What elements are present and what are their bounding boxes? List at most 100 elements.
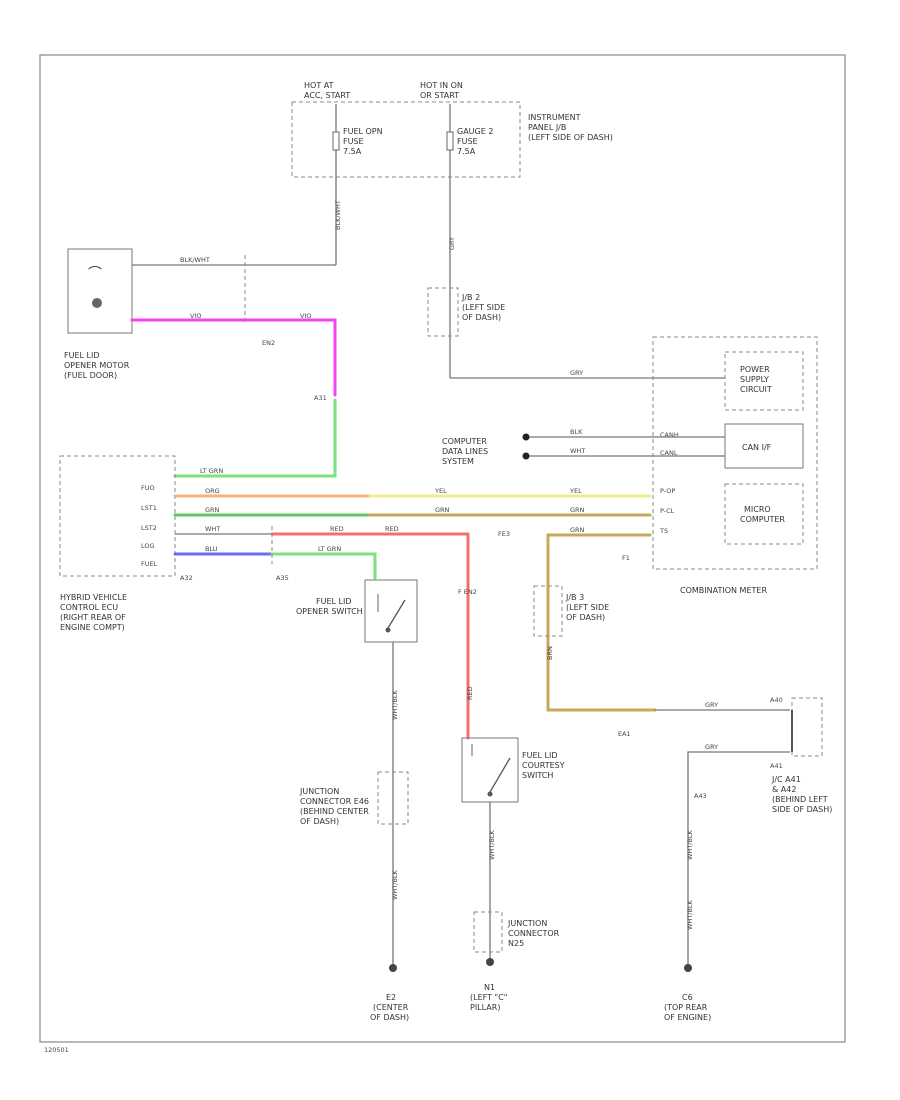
can-if-label: CAN I/F [742,443,772,452]
ground-c6-1: C6 [682,993,693,1002]
meter-pin: P-CL [660,507,675,515]
wire-label: BLU [205,545,218,553]
conn-a32: A32 [180,574,193,582]
red-wire [270,532,470,740]
fuel-lid-opener-switch[interactable]: FUEL LID FUEL LID OPENER SWITCH [296,579,418,643]
conn-ea1: EA1 [618,730,631,738]
wire-label: GRY [570,369,583,377]
opener-switch-ground: WHT/BLK JUNCTION CONNECTOR E46 (BEHIND C… [299,642,409,1022]
wire-label: WHT/BLK [686,899,694,930]
ecu-pin-log: LOG [141,542,155,550]
conn-a40: A40 [770,696,783,704]
hot-at-acc-2: ACC, START [304,91,350,100]
wire-label: RED [385,525,399,533]
conn-a31: A31 [314,394,327,402]
corner-tag: 120501 [44,1046,69,1054]
jb3-3: OF DASH) [566,613,605,622]
hot-at-acc-1: HOT AT [304,81,334,90]
ecu-pin-lst2: LST2 [141,524,157,532]
jc-center-1: JUNCTION [299,787,339,796]
wire-label: WHT [205,525,220,533]
meter-pin: CANL [660,449,678,457]
ij-panel-1: INSTRUMENT [528,113,581,122]
fuse-icon [332,131,340,151]
courtesy-switch-1: FUEL LID [522,751,558,760]
fuse2-rating: 7.5A [457,147,476,156]
computer-data-lines: BLK WHT COMPUTER DATA LINES SYSTEM [442,428,725,466]
violet-wire [130,318,337,397]
ij-panel-2: PANEL J/B [528,123,566,132]
motor-icon: ⌒ [88,266,102,282]
wire-label: YEL [569,487,582,495]
fuse1-rating: 7.5A [343,147,362,156]
courtesy-switch-3: SWITCH [522,771,553,780]
wire-label: LT GRN [318,545,341,553]
wire-label: GRN [435,506,450,514]
wire-label: WHT/BLK [391,689,399,720]
opener-switch-label-2: OPENER SWITCH [296,607,363,616]
fuse-icon [446,131,454,151]
courtesy-switch-ground: WHT/BLK JUNCTION CONNECTOR N25 N1 (LEFT … [470,802,560,1012]
conn-a41: A41 [770,762,783,770]
jb3-2: (LEFT SIDE [566,603,609,612]
jc-center-4: OF DASH) [300,817,339,826]
jc-a41-2: & A42 [772,785,796,794]
jc-center-3: (BEHIND CENTER [300,807,369,816]
meter-pin: P-OP [660,487,675,495]
ground-e2-1: E2 [386,993,396,1002]
motor-icon [92,298,102,308]
jc-a41-3: (BEHIND LEFT [772,795,828,804]
hv-ecu-3: (RIGHT REAR OF [60,613,126,622]
micro-label-2: COMPUTER [740,515,785,524]
fuse2-type: FUSE [457,137,478,146]
ecu-pin-fuel: FUEL [141,560,158,568]
switch-icon [385,627,391,633]
jc-n-2: CONNECTOR [508,929,560,938]
conn-a43: A43 [694,792,707,800]
ecu-pin-fuo: FUO [141,484,155,492]
meter-pin: CANH [660,431,679,439]
junction-connector-a41: A40 A41 J/C A41 & A42 (BEHIND LEFT SIDE … [770,696,832,814]
wire-label: GRY [705,743,718,751]
ground-e2-2: (CENTER [373,1003,409,1012]
gry-wire-a41 [687,751,790,968]
motor-label-3: (FUEL DOOR) [64,371,117,380]
light-green-wire [173,398,337,478]
opener-switch-label-1: FUEL LID [316,597,352,606]
hot-in-on-1: HOT IN ON [420,81,463,90]
hv-ecu-2: CONTROL ECU [60,603,118,612]
ts-brown-wire [546,533,657,712]
wire-label: GRN [570,506,585,514]
motor-label-2: OPENER MOTOR [64,361,130,370]
power-supply-3: CIRCUIT [740,385,772,394]
wire-label: RED [330,525,344,533]
fuel-lid-courtesy-switch[interactable]: FUEL LID COURTESY SWITCH [461,737,565,803]
wire-label: YEL [434,487,447,495]
conn-f1: F1 [622,554,630,562]
wire-label: GRN [570,526,585,534]
ground-icon [684,964,692,972]
ground-n1-3: PILLAR) [470,1003,500,1012]
wire-label: GRY [705,701,718,709]
fuse1-circuit: BLK/WHT BLK/WHT [132,178,342,322]
fuse2-circuit: GRY J/B 2 (LEFT SIDE OF DASH) GRY [427,178,725,379]
wire-label: WHT/BLK [391,869,399,900]
ground-icon [486,958,494,966]
jb2-label-2: (LEFT SIDE [462,303,505,312]
ground-c6-2: (TOP REAR [664,1003,708,1012]
courtesy-switch-2: COURTESY [522,761,565,770]
jc-a41-4: SIDE OF DASH) [772,805,832,814]
ground-n1-2: (LEFT "C" [470,993,507,1002]
jb2-label-3: OF DASH) [462,313,501,322]
jc-center-2: CONNECTOR E46 [300,797,369,806]
wire-label: BLK/WHT [180,256,210,264]
diagram-frame [39,54,846,1043]
comp-data-1: COMPUTER [442,437,487,446]
conn-en2: EN2 [262,339,275,347]
instrument-panel-jb: HOT AT ACC, START HOT IN ON OR START INS… [291,81,613,178]
ground-icon [389,964,397,972]
hv-ecu-4: ENGINE COMPT) [60,623,125,632]
ground-n1-1: N1 [484,983,495,992]
wire-label: BLK [570,428,583,436]
